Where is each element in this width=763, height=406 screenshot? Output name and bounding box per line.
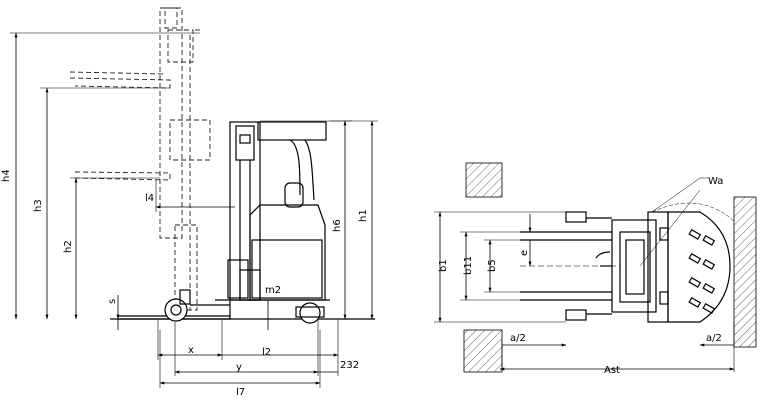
extended-mast [159,7,211,311]
side-view: h4 h3 h2 h6 h1 l4 s m2 x l2 y 232 l7 [1,7,378,398]
label-x: x [188,345,194,356]
hatched-block-top-left [465,162,503,198]
label-b5: b5 [487,259,498,272]
lowered-forks [118,289,231,322]
top-view: Wa b1 b11 b5 e a/2 a/2 Ast [434,162,757,376]
top-chassis [595,211,731,323]
overhead-guard [257,121,327,201]
label-y: y [236,362,242,373]
label-ast: Ast [604,365,620,376]
label-b1: b1 [438,259,449,272]
raised-forks [69,71,171,181]
label-a2-left: a/2 [510,333,526,344]
label-232: 232 [340,360,359,371]
label-h6: h6 [332,219,343,232]
label-e: e [519,250,530,256]
label-s: s [107,299,118,304]
top-forks [520,211,612,321]
label-m2: m2 [265,285,281,296]
label-h4: h4 [1,169,12,182]
battery-cells [688,228,716,314]
vertical-dimensions [10,32,378,330]
label-a2-right: a/2 [706,333,722,344]
hatched-block-bottom-left [463,329,503,373]
label-h3: h3 [33,199,44,212]
top-dimensions [434,177,736,372]
label-l4: l4 [145,193,154,204]
label-b11: b11 [463,256,474,275]
label-h2: h2 [63,240,74,253]
horizontal-dimensions [157,320,339,388]
label-h1: h1 [358,209,369,222]
label-l7: l7 [236,387,245,398]
truck-body [215,182,330,324]
label-l2: l2 [262,347,271,358]
hatched-wall-right [733,196,757,348]
mast [229,121,261,301]
label-wa: Wa [708,176,723,187]
